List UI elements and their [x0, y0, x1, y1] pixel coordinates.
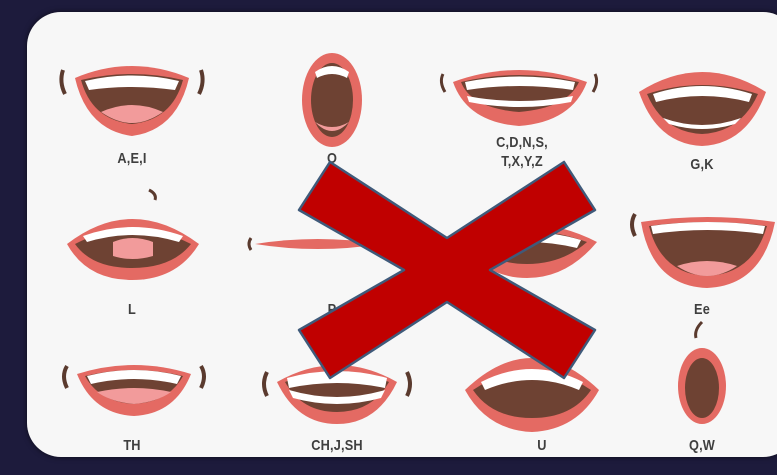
- mouth-gk-image: [635, 54, 770, 149]
- mouth-cdns-image: [437, 56, 602, 136]
- mouth-qw-image: [672, 318, 732, 428]
- label-qw: Q,W: [672, 436, 732, 455]
- mouth-th-image: [57, 346, 212, 426]
- mouth-l-image: [57, 184, 212, 284]
- mouth-ee-image: [627, 200, 777, 290]
- label-l: L: [102, 300, 162, 319]
- label-th: TH: [102, 436, 162, 455]
- label-aei: A,E,I: [102, 149, 162, 168]
- mouth-aei-image: [57, 50, 212, 150]
- red-x-cross-icon: [290, 150, 605, 390]
- mouth-o-image: [297, 50, 367, 150]
- label-u: U: [512, 436, 572, 455]
- label-gk: G,K: [672, 155, 732, 174]
- label-chjsh: CH,J,SH: [295, 436, 380, 455]
- label-ee: Ee: [672, 300, 732, 319]
- mouth-shapes-card: A,E,I O C,D,N,S, T,X,Y,Z G,K L P: [27, 12, 777, 457]
